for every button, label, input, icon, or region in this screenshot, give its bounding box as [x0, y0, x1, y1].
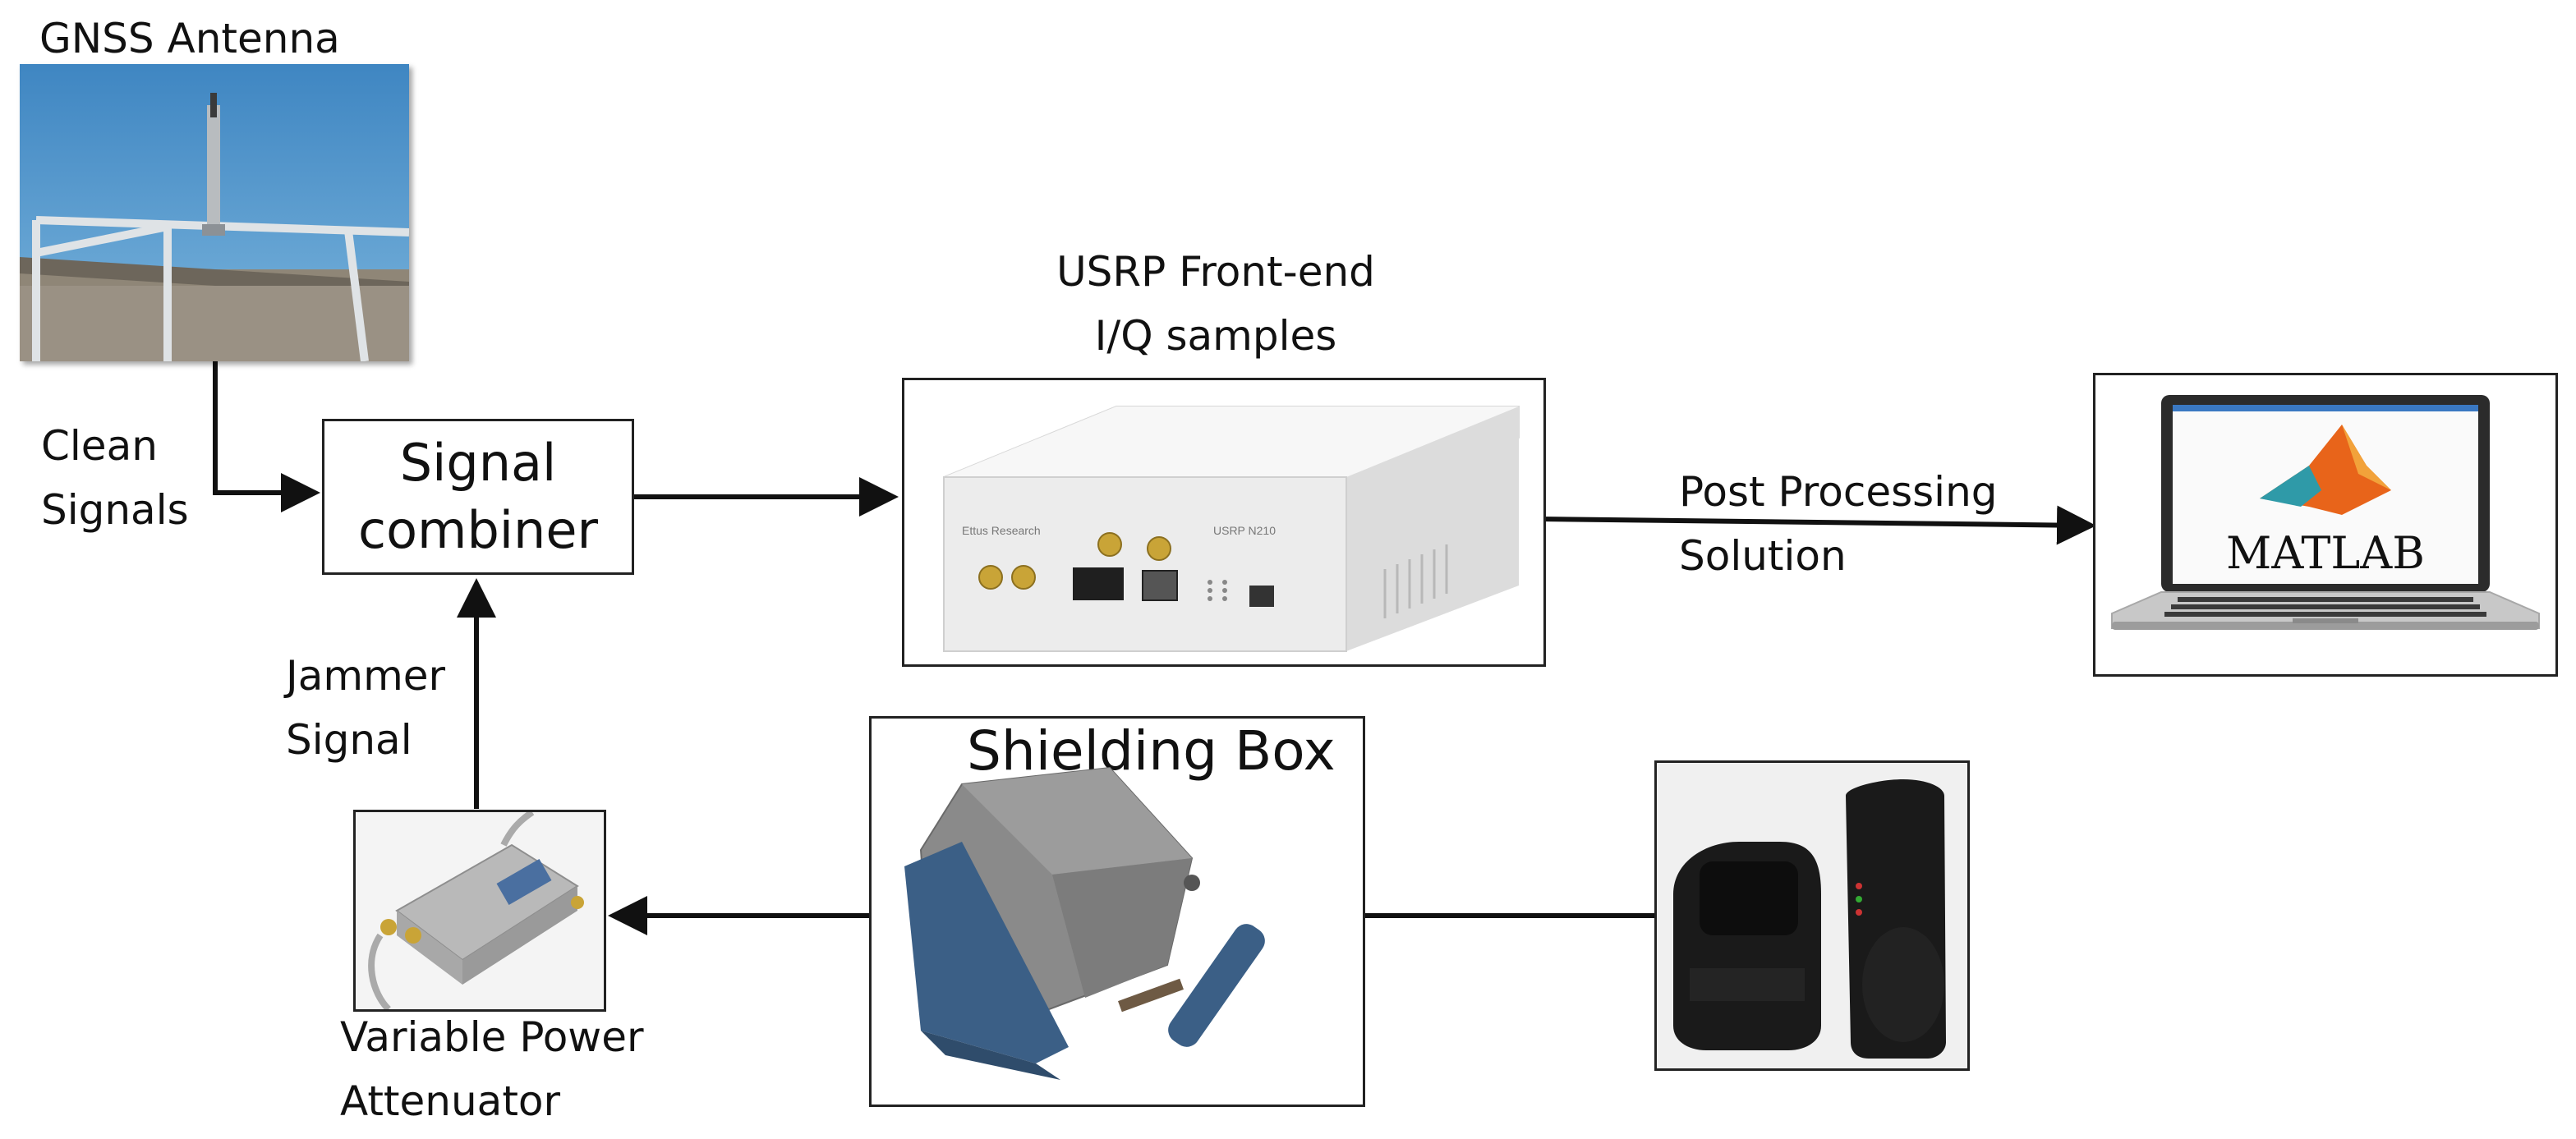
clean-signals-line2: Signals [41, 486, 189, 534]
arrow-usrp-to-laptop [1540, 505, 2096, 545]
shielding-box[interactable]: Shielding Box [869, 716, 1365, 1107]
jammer-signal-line2: Signal [286, 716, 412, 764]
usrp-caption-line2: I/Q samples [1094, 312, 1337, 360]
usrp-box[interactable]: Ettus Research USRP N210 [902, 378, 1546, 667]
combiner-line2: combiner [358, 500, 598, 560]
attenuator-label: Variable Power Attenuator [340, 1005, 644, 1133]
antenna-photo [20, 64, 409, 361]
matlab-logo-text: MATLAB [2226, 527, 2425, 579]
laptop-image: MATLAB [2111, 395, 2540, 630]
jammer-device-image [1657, 763, 1967, 1068]
usrp-caption-line1: USRP Front-end [1056, 248, 1375, 296]
jammer-device-box[interactable] [1654, 760, 1970, 1071]
post-processing-line1: Post Processing [1679, 468, 1998, 516]
post-processing-line2: Solution [1679, 532, 1847, 580]
post-processing-label: Post Processing Solution [1679, 460, 1998, 588]
clean-signals-line1: Clean [41, 422, 158, 470]
attenuator-image [356, 812, 604, 1009]
attenuator-label-line2: Attenuator [340, 1077, 561, 1125]
usrp-model-text: USRP N210 [1213, 524, 1276, 537]
attenuator-label-line1: Variable Power [340, 1013, 644, 1061]
usrp-brand-text: Ettus Research [962, 524, 1041, 537]
shielding-box-image [904, 766, 1265, 1080]
jammer-signal-label: Jammer Signal [286, 644, 445, 772]
arrow-antenna-to-combiner [213, 360, 320, 512]
antenna-label: GNSS Antenna [39, 15, 340, 62]
usrp-caption: USRP Front-end I/Q samples [969, 240, 1462, 368]
usrp-device-image: Ettus Research USRP N210 [943, 406, 1520, 652]
matlab-logo-icon [2260, 425, 2391, 515]
clean-signals-label: Clean Signals [41, 414, 189, 542]
shielding-box-label: Shielding Box [967, 719, 1336, 783]
matlab-laptop-box[interactable]: MATLAB [2093, 373, 2558, 677]
jammer-signal-line1: Jammer [286, 652, 446, 700]
combiner-line1: Signal [399, 433, 557, 493]
attenuator-box[interactable] [353, 810, 606, 1012]
signal-combiner-box[interactable]: Signal combiner [322, 419, 634, 575]
